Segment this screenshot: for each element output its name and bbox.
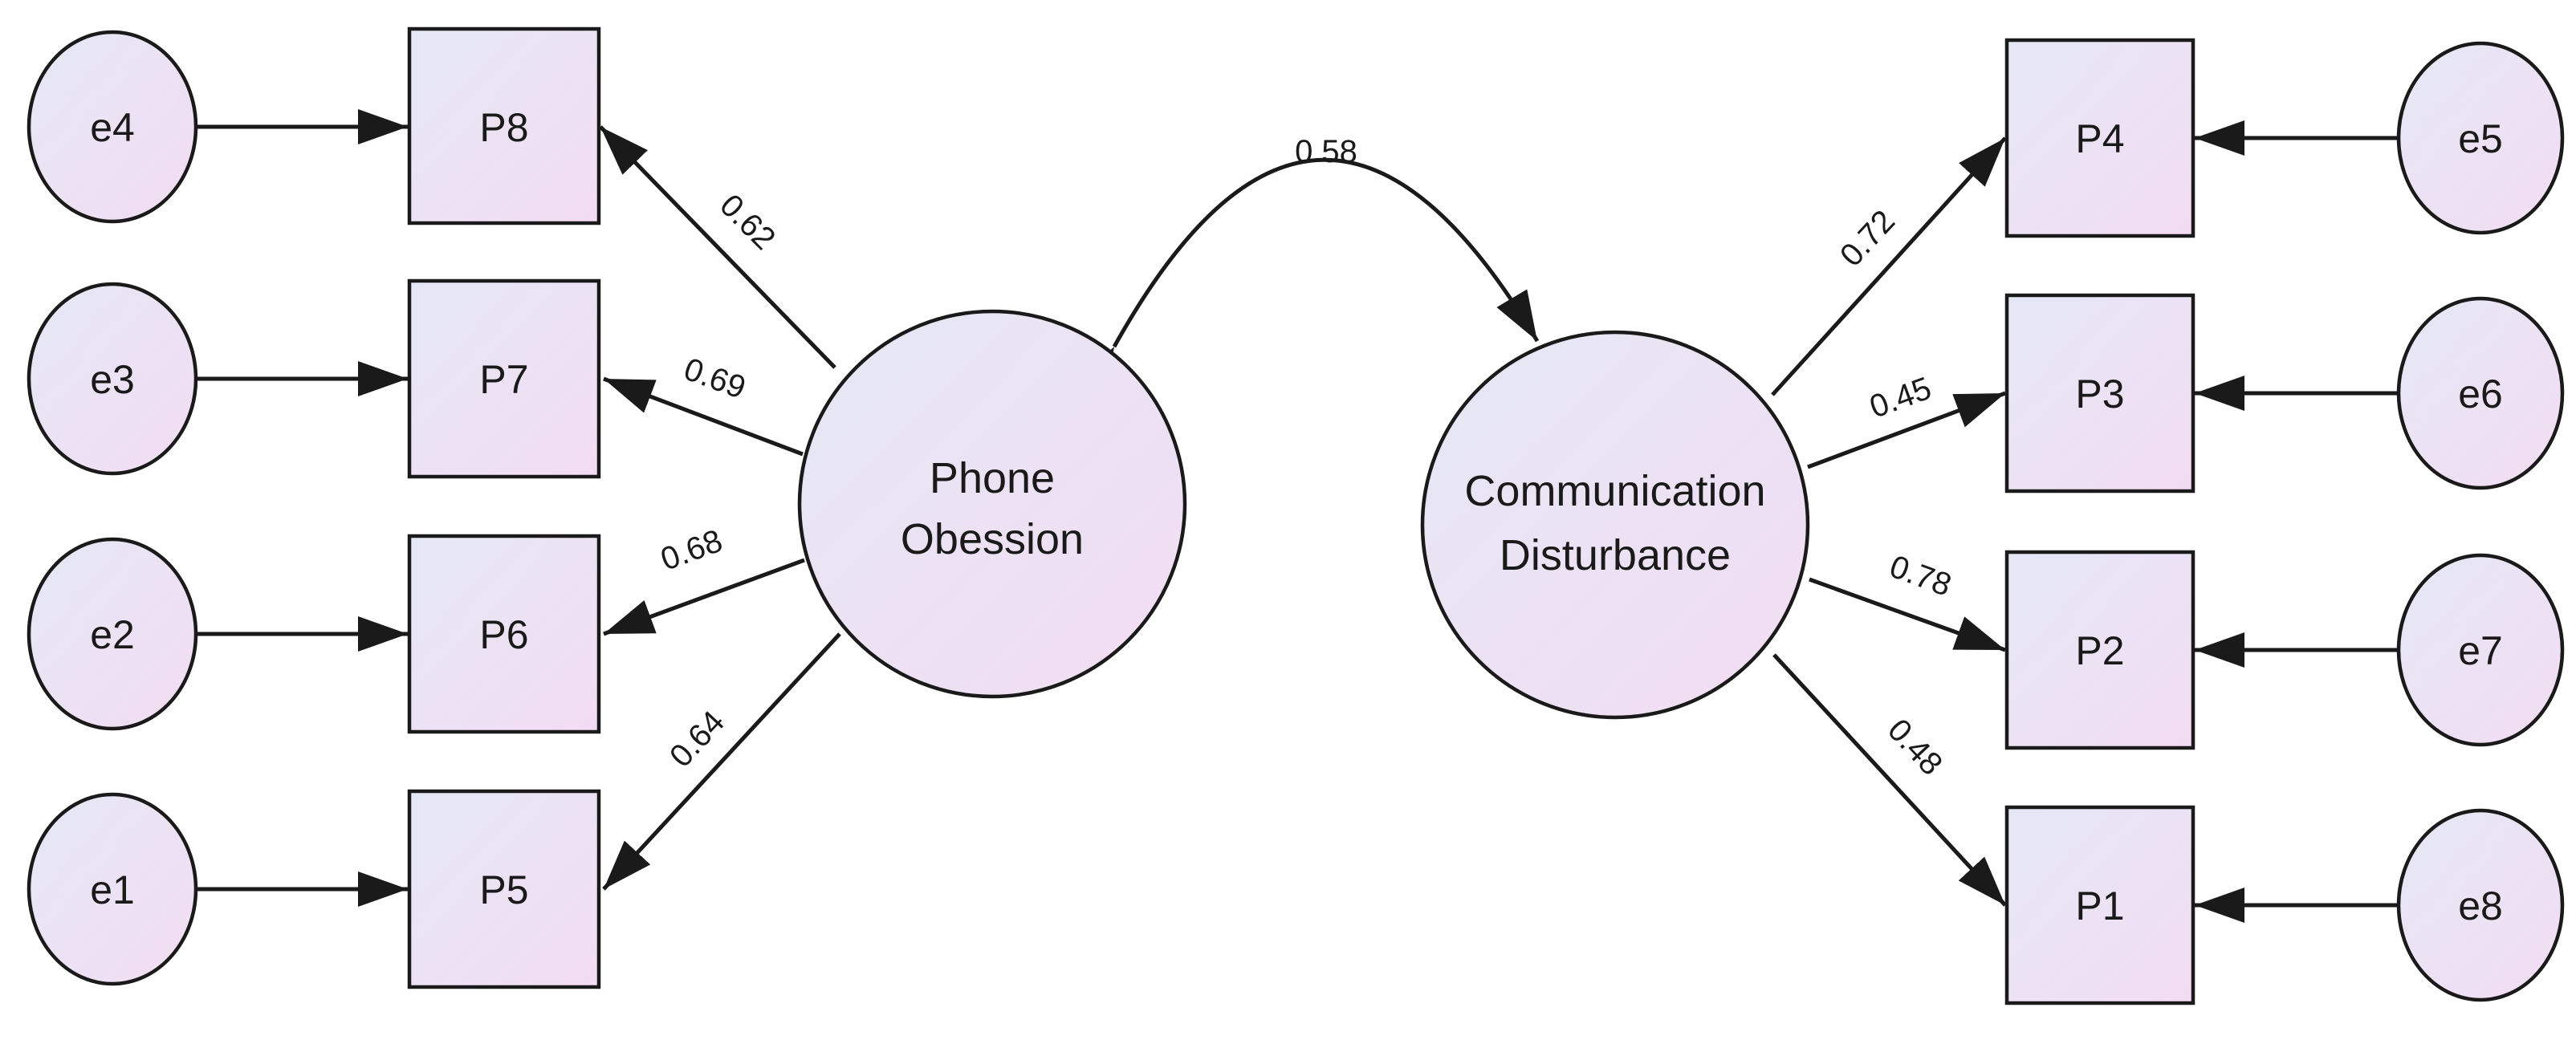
error-e3-label: e3 — [90, 357, 135, 402]
indicator-p2-label: P2 — [2075, 628, 2124, 673]
indicator-p8-label: P8 — [479, 105, 528, 150]
indicator-p1: P1 — [2004, 805, 2196, 1005]
indicator-p4-label: P4 — [2075, 116, 2124, 161]
error-e4: e4 — [26, 30, 198, 224]
indicator-p8: P8 — [407, 26, 601, 225]
edge-comm-p2 — [1809, 577, 2006, 652]
edge-phone-p5 — [602, 632, 841, 891]
indicator-p7-label: P7 — [479, 357, 528, 402]
covariance-arc — [1074, 157, 1540, 399]
loading-p3-label: 0.45 — [1865, 371, 1935, 425]
edge-comm-p4 — [1771, 136, 2007, 396]
edge-comm-p3 — [1807, 391, 2006, 469]
indicator-p7: P7 — [407, 278, 601, 479]
loading-p1-label: 0.48 — [1881, 713, 1949, 782]
error-e1-label: e1 — [90, 867, 135, 912]
error-e8-label: e8 — [2458, 884, 2503, 928]
covariance-label: 0.58 — [1295, 134, 1357, 169]
loading-p2-label: 0.78 — [1885, 549, 1955, 603]
error-e6-label: e6 — [2458, 372, 2503, 416]
loading-p7-label: 0.69 — [679, 351, 750, 406]
error-e1: e1 — [26, 792, 198, 986]
indicator-p5: P5 — [407, 789, 601, 989]
factor-communication-disturbance-line2: Disturbance — [1500, 531, 1731, 579]
error-e8: e8 — [2396, 808, 2565, 1002]
error-e7: e7 — [2396, 553, 2565, 747]
factor-communication-disturbance-line1: Communication — [1464, 467, 1765, 515]
factor-communication-disturbance: Communication Disturbance — [1420, 330, 1810, 720]
error-e6: e6 — [2396, 296, 2565, 490]
error-e3: e3 — [26, 282, 198, 476]
error-e4-label: e4 — [90, 105, 135, 150]
indicator-p2: P2 — [2004, 550, 2196, 750]
edge-comm-p1 — [1772, 653, 2007, 907]
loading-p8-label: 0.62 — [713, 188, 782, 257]
error-e2: e2 — [26, 537, 198, 731]
indicator-p3: P3 — [2004, 293, 2196, 494]
indicator-p6: P6 — [407, 534, 601, 734]
indicator-p3-label: P3 — [2075, 372, 2124, 416]
loading-p6-label: 0.68 — [656, 523, 726, 578]
edge-phone-p8 — [599, 125, 836, 369]
indicator-p6-label: P6 — [479, 612, 528, 657]
error-e5: e5 — [2396, 41, 2565, 235]
factor-phone-obession-line2: Obession — [901, 515, 1084, 563]
error-e7-label: e7 — [2458, 628, 2503, 673]
indicator-p1-label: P1 — [2075, 884, 2124, 928]
factor-phone-obession: Phone Obession — [797, 309, 1187, 699]
factor-phone-obession-line1: Phone — [930, 454, 1055, 502]
edge-phone-p6 — [603, 558, 805, 636]
error-e2-label: e2 — [90, 612, 135, 657]
error-e5-label: e5 — [2458, 116, 2503, 161]
indicator-p4: P4 — [2004, 38, 2196, 238]
edge-phone-p7 — [603, 376, 804, 457]
indicator-p5-label: P5 — [479, 867, 528, 912]
